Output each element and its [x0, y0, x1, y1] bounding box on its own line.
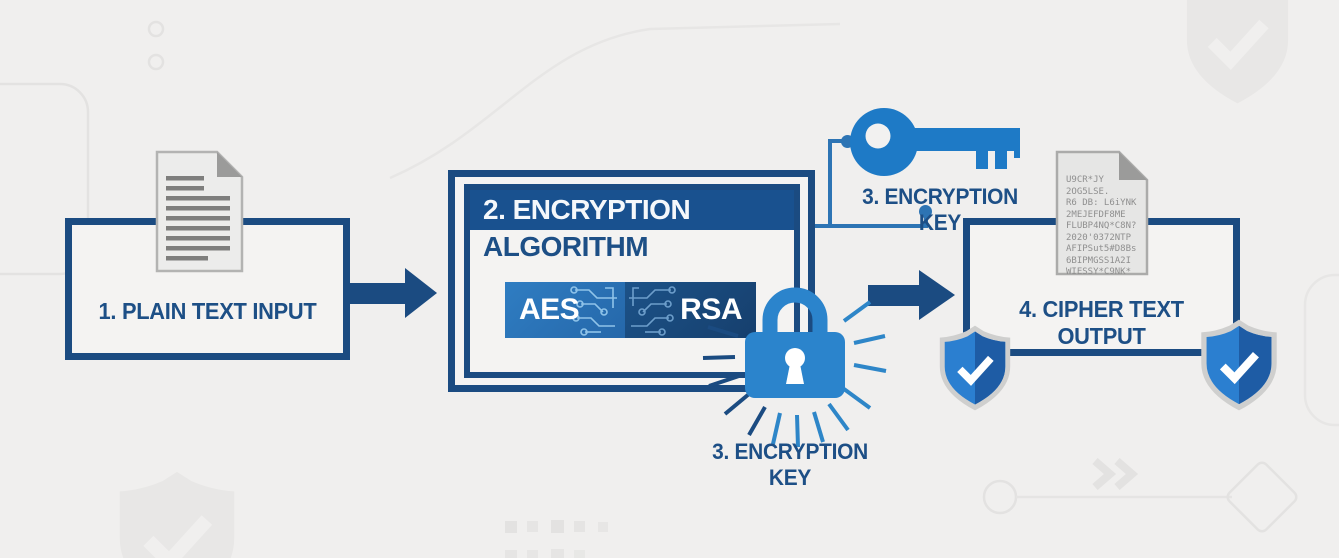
- watermark-shield-bottom-left: [119, 471, 235, 558]
- padlock-icon: [745, 287, 845, 398]
- rsa-chip: RSA: [625, 282, 756, 338]
- flow-arrow-icon: [348, 268, 438, 318]
- padlock-rays: [702, 300, 887, 448]
- flow-arrow-icon: [868, 270, 956, 320]
- encryption-algorithm-title: 2. ENCRYPTION: [470, 190, 794, 230]
- connector-dot: [919, 205, 932, 218]
- encryption-algorithm-title-line2: ALGORITHM: [483, 231, 649, 262]
- cipher-text-output-label: 4. CIPHER TEXT OUTPUT: [1019, 296, 1184, 349]
- aes-chip-label: AES: [519, 293, 580, 326]
- document-icon: [155, 150, 244, 273]
- watermark-shield-top-right: [1186, 0, 1289, 104]
- key-connector-line: [924, 212, 928, 226]
- rsa-chip-label: RSA: [680, 293, 742, 326]
- key-connector-line: [830, 139, 848, 143]
- shield-check-icon: [1201, 319, 1277, 411]
- encryption-key-bottom-label: 3. ENCRYPTION KEY: [712, 439, 868, 490]
- cipher-text-lines: U9CR*JY 2OG5LSE. R6 DB: L6iYNK 2MEJEFDF8…: [1066, 175, 1137, 277]
- shield-check-icon: [939, 325, 1011, 411]
- key-connector-line: [828, 139, 832, 228]
- plain-text-input-label: 1. PLAIN TEXT INPUT: [98, 298, 317, 324]
- encryption-key-top-label: 3. ENCRYPTION KEY: [862, 184, 1018, 235]
- key-connector-line: [802, 224, 928, 228]
- cipher-document-icon: U9CR*JY 2OG5LSE. R6 DB: L6iYNK 2MEJEFDF8…: [1053, 149, 1151, 277]
- circuit-pattern: [629, 286, 676, 336]
- circuit-pattern: [570, 286, 617, 336]
- encryption-algorithm-inner-frame: [464, 184, 800, 378]
- key-icon: [850, 108, 1020, 176]
- aes-chip: AES: [505, 282, 636, 338]
